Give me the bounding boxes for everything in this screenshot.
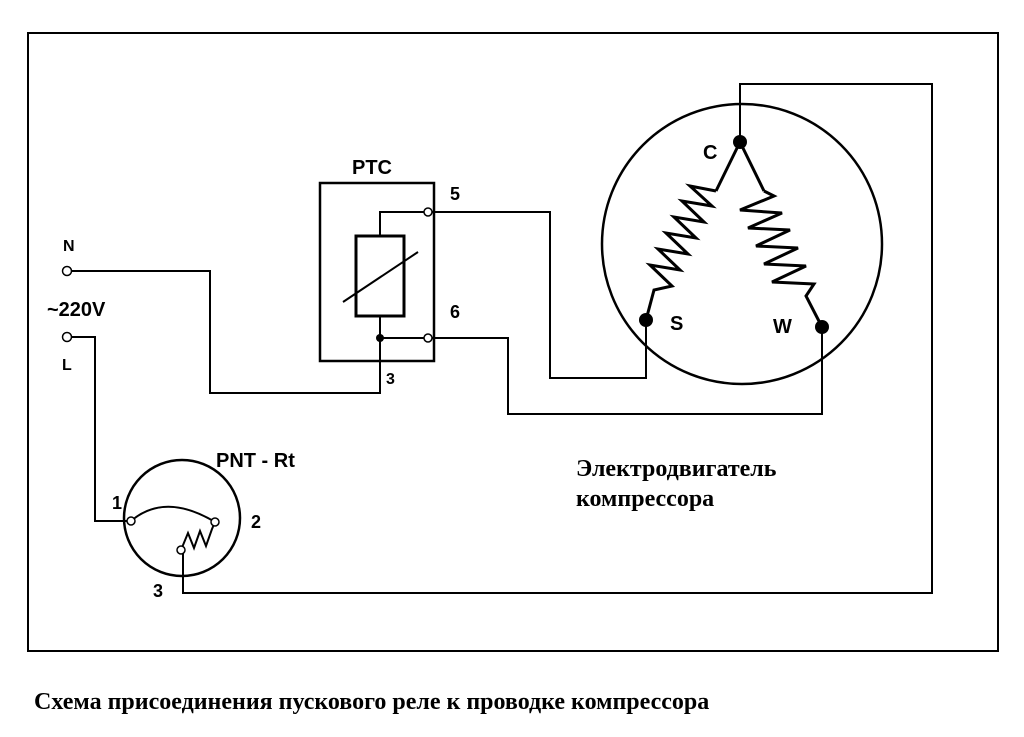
wire-l-to-protector [72,336,128,522]
ptc-housing [318,181,436,363]
wire-n-to-ptc3 [72,270,381,394]
ptc-terminal-5 [423,207,433,217]
protector-pin-2-label: 2 [251,512,261,532]
protector-pin-3-label: 3 [153,581,163,601]
protector-pin-1 [126,516,136,526]
protector-label: PNT - Rt [216,450,295,472]
wire-ptc6-to-w [432,327,823,415]
wire-c-to-protector [182,83,933,594]
protector-bimetal-arc [130,505,216,523]
ptc-wire-top [379,211,426,236]
ptc-junction [376,334,384,342]
ptc-terminal-6-label: 6 [450,302,460,322]
motor-s-label: S [670,313,683,335]
motor-caption-line2: компрессора [576,486,714,512]
ptc-terminal-3-label: 3 [386,371,395,388]
wire-ptc5-to-s [432,211,647,379]
supply-voltage-label: ~220V [47,299,106,321]
supply-l-label: L [62,357,72,374]
protector-heater [180,521,216,551]
ptc-thermistor-slash [342,251,419,303]
supply-l-terminal [61,331,73,343]
supply-n-label: N [63,238,75,255]
motor-terminal-c [733,135,747,149]
protector-pin-1-label: 1 [112,493,122,513]
protector-pin-3 [176,545,186,555]
motor-common-lead [714,138,766,192]
ptc-label: PTC [352,157,392,179]
protector-pin-2 [210,517,220,527]
ptc-terminal-5-label: 5 [450,184,460,204]
diagram-frame [27,32,999,652]
ptc-terminal-6 [423,333,433,343]
ptc-thermistor [354,234,406,318]
motor-terminal-s [639,313,653,327]
motor-terminal-w [815,320,829,334]
motor-start-winding [644,183,717,321]
motor-caption-line1: Электродвигатель [576,456,777,482]
motor-w-label: W [773,316,792,338]
motor-run-winding [739,189,824,328]
diagram-caption: Схема присоединения пускового реле к про… [34,689,710,715]
supply-n-terminal [61,265,73,277]
motor-c-label: C [703,142,717,164]
protector-housing [122,458,242,578]
compressor-motor-housing [600,102,884,386]
